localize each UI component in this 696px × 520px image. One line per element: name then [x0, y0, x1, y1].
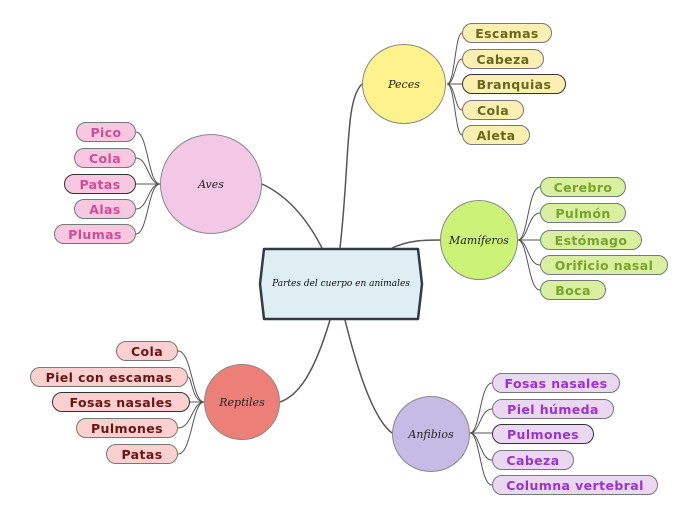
connector-peces-items	[446, 32, 463, 136]
connector-mamiferos-items	[517, 186, 541, 291]
central-topic-label: Partes del cuerpo en animales	[272, 279, 410, 289]
item-reptiles-cola[interactable]: Cola	[116, 341, 178, 361]
topic-aves-label: Aves	[198, 177, 224, 191]
topic-peces-label: Peces	[388, 77, 420, 91]
topic-reptiles-label: Reptiles	[219, 395, 265, 409]
topic-reptiles[interactable]: Reptiles	[204, 364, 280, 440]
item-mamiferos-boca[interactable]: Boca	[540, 280, 606, 300]
topic-mamiferos-label: Mamíferos	[449, 233, 509, 247]
connector-anfibios	[344, 319, 393, 434]
item-peces-aleta[interactable]: Aleta	[462, 125, 530, 145]
item-peces-cola[interactable]: Cola	[462, 100, 524, 120]
topic-mamiferos[interactable]: Mamíferos	[440, 200, 518, 280]
topic-aves[interactable]: Aves	[160, 134, 262, 234]
connector-reptiles-items	[177, 350, 205, 455]
connector-anfibios-items	[469, 382, 493, 486]
connector-reptiles	[279, 319, 331, 403]
item-anfibios-pulmones[interactable]: Pulmones	[492, 424, 594, 444]
connector-peces	[339, 83, 363, 249]
item-peces-escamas[interactable]: Escamas	[462, 23, 552, 43]
central-topic[interactable]: Partes del cuerpo en animales	[258, 246, 424, 322]
item-anfibios-piel-humeda[interactable]: Piel húmeda	[492, 399, 614, 419]
item-mamiferos-pulmon[interactable]: Pulmón	[540, 203, 626, 223]
connector-mamiferos	[391, 239, 441, 249]
item-reptiles-fosas-nasales[interactable]: Fosas nasales	[52, 392, 190, 412]
item-mamiferos-orificio-nasal[interactable]: Orificio nasal	[540, 255, 668, 275]
item-aves-patas[interactable]: Patas	[64, 174, 136, 194]
connector-aves-items	[135, 131, 161, 235]
item-aves-pico[interactable]: Pico	[76, 122, 136, 142]
item-aves-alas[interactable]: Alas	[74, 199, 136, 219]
item-anfibios-cabeza[interactable]: Cabeza	[492, 450, 574, 470]
topic-peces[interactable]: Peces	[362, 44, 446, 124]
item-mamiferos-estomago[interactable]: Estómago	[540, 230, 642, 250]
item-anfibios-columna-vertebral[interactable]: Columna vertebral	[492, 475, 658, 495]
connector-aves	[261, 183, 323, 249]
item-aves-cola[interactable]: Cola	[74, 148, 136, 168]
item-reptiles-piel-con-escamas[interactable]: Piel con escamas	[30, 367, 188, 387]
topic-anfibios[interactable]: Anfibios	[392, 396, 470, 472]
item-reptiles-patas[interactable]: Patas	[106, 444, 178, 464]
item-mamiferos-cerebro[interactable]: Cerebro	[540, 177, 626, 197]
item-peces-cabeza[interactable]: Cabeza	[462, 49, 544, 69]
item-aves-plumas[interactable]: Plumas	[54, 224, 136, 244]
central-topic-shape	[258, 247, 424, 321]
item-anfibios-fosas-nasales[interactable]: Fosas nasales	[492, 373, 620, 393]
topic-anfibios-label: Anfibios	[408, 427, 454, 441]
item-peces-branquias[interactable]: Branquias	[462, 74, 566, 94]
item-reptiles-pulmones[interactable]: Pulmones	[76, 418, 178, 438]
